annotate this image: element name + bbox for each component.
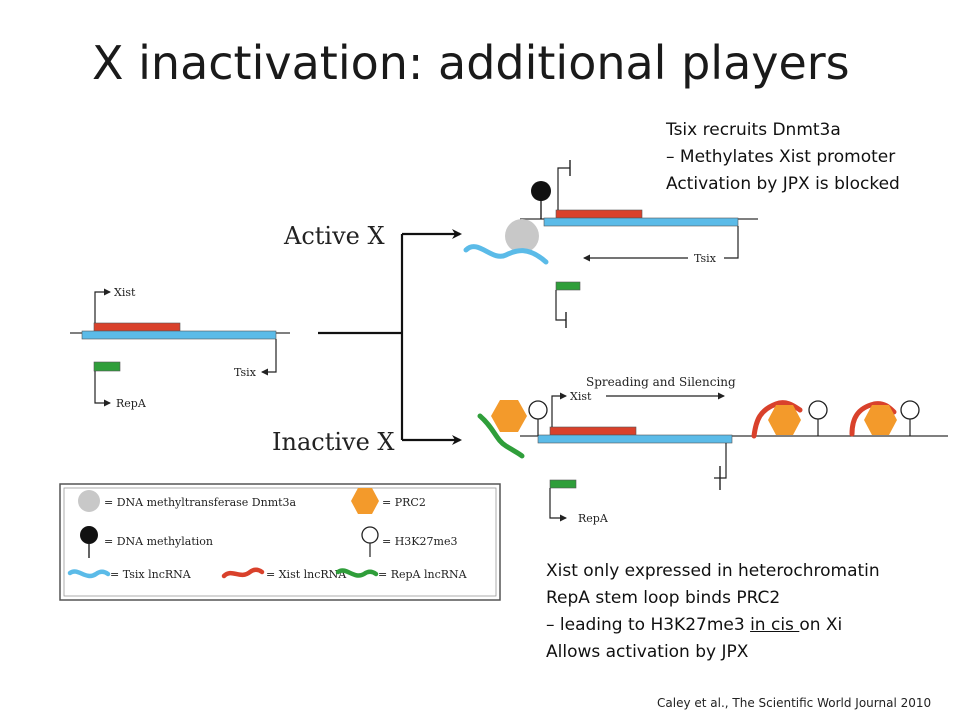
active-x-locus: Tsix <box>463 160 758 328</box>
h3k27me3-icon <box>900 400 920 420</box>
legend-tsix-label: = Tsix lncRNA <box>110 568 192 581</box>
tsix-promoter-arrow <box>261 339 277 376</box>
xist-label: Xist <box>114 286 136 299</box>
note-bottom-line-3: – leading to H3K27me3 in cis on Xi <box>546 612 880 639</box>
xist-gene <box>549 426 637 436</box>
dna-methylation-icon <box>531 181 551 201</box>
repa-element <box>555 281 581 291</box>
xist-lncrna <box>751 400 803 439</box>
legend-xist-label: = Xist lncRNA <box>266 568 347 581</box>
tsix-promoter-blocked <box>714 443 727 479</box>
note-top-line-3: Activation by JPX is blocked <box>666 174 900 194</box>
note-bottom-line-1: Xist only expressed in heterochromatin <box>546 561 880 581</box>
repa-lncrna <box>477 413 525 459</box>
citation: Caley et al., The Scientific World Journ… <box>657 696 932 710</box>
tsix-label: Tsix <box>234 366 257 379</box>
tsix-label: Tsix <box>694 252 717 265</box>
tsix-promoter-arrow <box>724 226 739 259</box>
legend-frame <box>59 483 501 601</box>
slide-title: X inactivation: additional players <box>92 36 850 90</box>
note-bottom: Xist only expressed in heterochromatin R… <box>546 558 880 666</box>
inactive-x-label: Inactive X <box>272 428 394 456</box>
prc2-icon <box>768 405 801 435</box>
note-top: Tsix recruits Dnmt3a – Methylates Xist p… <box>666 117 900 198</box>
spreading-label: Spreading and Silencing <box>586 375 736 389</box>
tsix-gene <box>81 330 277 340</box>
legend-prc2-label: = PRC2 <box>382 496 426 509</box>
note-bottom-line-2: RepA stem loop binds PRC2 <box>546 588 781 608</box>
tsix-lncrna <box>463 244 549 265</box>
note-top-line-1: Tsix recruits Dnmt3a <box>666 120 841 140</box>
initial-locus: Xist Tsix RepA <box>70 286 290 410</box>
repa-promoter-arrow <box>94 371 111 407</box>
xist-gene <box>93 322 181 332</box>
tsix-gene <box>537 434 733 444</box>
legend-prc2-icon <box>351 488 379 514</box>
xist-promoter-arrow <box>94 288 111 323</box>
h3k27me3-icon <box>808 400 828 420</box>
prc2-icon <box>491 400 527 432</box>
legend-dnmt3a-icon <box>78 490 100 512</box>
branch-arrows: Active X Inactive X <box>272 222 462 456</box>
legend-h3k27me3-icon <box>361 526 379 544</box>
legend-h3k27me3-label: = H3K27me3 <box>382 535 457 548</box>
note-top-line-2: – Methylates Xist promoter <box>666 147 896 167</box>
repa-label: RepA <box>116 397 147 410</box>
repa-label: RepA <box>578 512 609 525</box>
active-x-label: Active X <box>283 222 385 250</box>
note-bottom-line-3-underlined: in cis <box>750 615 800 635</box>
note-bottom-line-3-post: on Xi <box>799 615 843 635</box>
inactive-x-locus: Xist Spreading and Silencing RepA <box>477 375 948 525</box>
repa-element <box>93 361 121 372</box>
tsix-gene <box>543 217 739 227</box>
legend-repa-label: = RepA lncRNA <box>378 568 468 581</box>
dnmt3a-icon <box>505 219 539 253</box>
legend-repa-lncrna-icon <box>335 568 379 578</box>
legend-xist-lncrna-icon <box>221 567 265 579</box>
legend-tsix-lncrna-icon <box>67 569 111 579</box>
xist-gene <box>555 209 643 219</box>
repa-promoter-arrow <box>549 488 567 522</box>
xist-promoter-blocked <box>557 167 570 210</box>
legend: = DNA methyltransferase Dnmt3a = PRC2 = … <box>59 483 501 601</box>
prc2-icon <box>864 405 897 435</box>
repa-promoter-blocked <box>555 290 566 321</box>
legend-methylation-icon <box>80 526 98 544</box>
xist-promoter-arrow <box>551 392 567 427</box>
note-bottom-line-3-pre: – leading to H3K27me3 <box>546 615 751 635</box>
h3k27me3-icon <box>528 400 548 420</box>
repa-element <box>549 479 577 489</box>
legend-dnmt3a-label: = DNA methyltransferase Dnmt3a <box>104 496 297 509</box>
note-bottom-line-4: Allows activation by JPX <box>546 642 749 662</box>
legend-methylation-label: = DNA methylation <box>104 535 213 548</box>
xist-label: Xist <box>570 390 592 403</box>
